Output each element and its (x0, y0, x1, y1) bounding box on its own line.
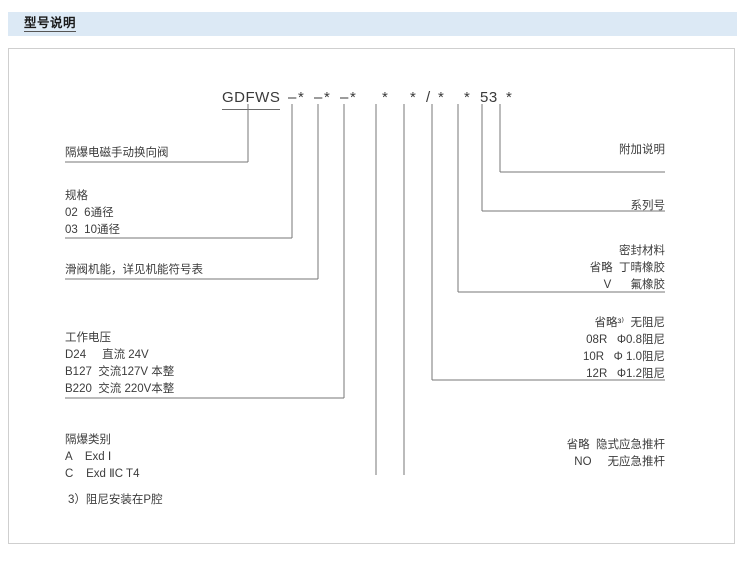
label-line: 12R Φ1.2阻尼 (586, 368, 665, 380)
label-line: NO 无应急推杆 (574, 456, 665, 468)
section-header-bar: 型号说明 (8, 12, 737, 36)
label-line: 滑阀机能，详见机能符号表 (65, 264, 203, 276)
label-line: 省略³⁾ 无阻尼 (594, 317, 665, 329)
header-accent-bar (8, 12, 11, 36)
model-code-segment: * (410, 89, 417, 106)
label-line: 隔爆电磁手动换向阀 (65, 147, 169, 159)
label-line: 10R Φ 1.0阻尼 (582, 351, 665, 363)
label-seal-material: 密封材料省略 丁晴橡胶 V 氟橡胶 (590, 243, 665, 294)
label-line: 03 10通径 (65, 224, 120, 236)
model-code-segment: * (438, 89, 445, 106)
label-specification: 规格 02 6通径 03 10通径 (65, 188, 120, 239)
label-line: 省略 丁晴橡胶 (589, 262, 665, 274)
label-line: A Exd Ⅰ (65, 451, 112, 463)
label-line: 规格 (65, 190, 88, 202)
model-code-segment: GDFWS (222, 88, 281, 110)
label-line: 系列号 (630, 200, 666, 212)
label-line: C Exd ⅡC T4 (65, 468, 140, 480)
model-code-segment: / (426, 89, 431, 106)
label-line: B220 交流 220V本整 (65, 383, 175, 395)
label-line: 02 6通径 (65, 207, 114, 219)
label-line: V 氟橡胶 (603, 279, 665, 291)
model-code-segment: * (324, 89, 331, 106)
label-line: 08R Φ0.8阻尼 (586, 334, 665, 346)
label-line: D24 直流 24V (65, 349, 149, 361)
label-line: 密封材料 (619, 245, 665, 257)
label-spool-function: 滑阀机能，详见机能符号表 (65, 262, 203, 279)
label-valve-type: 隔爆电磁手动换向阀 (65, 145, 169, 162)
page-title: 型号说明 (24, 16, 77, 32)
footnote: 3）阻尼安装在P腔 (68, 494, 163, 506)
label-line: 工作电压 (65, 332, 111, 344)
label-line: 附加说明 (619, 144, 665, 156)
label-series-number: 系列号 (631, 198, 666, 215)
label-line: 隔爆类别 (65, 434, 111, 446)
model-code-segment: * (382, 89, 389, 106)
model-code-segment: * (506, 89, 513, 106)
model-code-segment: * (464, 89, 471, 106)
diagram-frame (8, 48, 735, 544)
label-line: 省略 隐式应急推杆 (566, 439, 665, 451)
model-code-segment: * (298, 89, 305, 106)
label-explosion-proof-class: 隔爆类别 A Exd Ⅰ C Exd ⅡC T4 (65, 432, 139, 483)
model-code-segment: * (350, 89, 357, 106)
model-code-segment: – (314, 89, 323, 106)
label-emergency-push-rod: 省略 隐式应急推杆 NO 无应急推杆 (567, 437, 665, 471)
model-code-segment: 53 (480, 89, 498, 106)
label-line: B127 交流127V 本整 (65, 366, 175, 378)
label-additional-notes: 附加说明 (619, 142, 665, 159)
model-code-segment: – (340, 89, 349, 106)
label-damping: 省略³⁾ 无阻尼 08R Φ0.8阻尼 10R Φ 1.0阻尼 12R Φ1.2阻尼 (583, 315, 665, 383)
model-code-segment: – (288, 89, 297, 106)
model-code-row: GDFWS–*–*–***/**53* (0, 88, 745, 110)
label-working-voltage: 工作电压 D24 直流 24V B127 交流127V 本整 B220 交流 220V… (65, 330, 174, 398)
